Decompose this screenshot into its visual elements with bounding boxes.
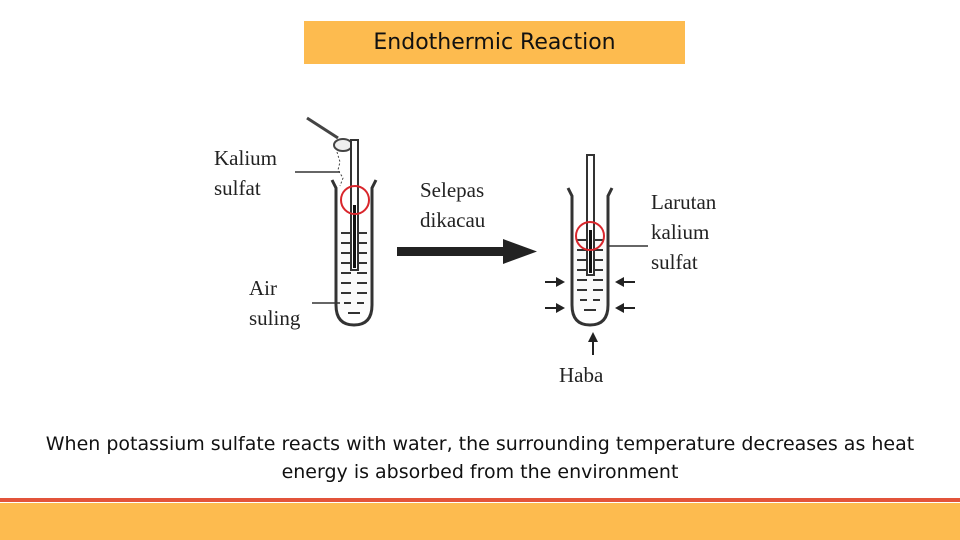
footer-band [0, 503, 960, 540]
label-air-suling: Air suling [249, 273, 300, 333]
label-larutan-kalium-sulfat: Larutan kalium sulfat [651, 187, 716, 277]
label-air-line1: Air [249, 276, 277, 300]
caption-line2: energy is absorbed from the environment [281, 461, 679, 483]
highlight-circle-left [340, 185, 370, 215]
label-kalium-line2: sulfat [214, 176, 261, 200]
diagram-drawing [295, 116, 648, 355]
footer-accent-line [0, 498, 960, 502]
label-selepas-line1: Selepas [420, 178, 485, 202]
heat-arrows [545, 277, 635, 355]
label-haba: Haba [559, 363, 604, 387]
endothermic-diagram: Kalium sulfat Air suling Selepas dikacau… [200, 110, 760, 400]
test-tube-right [566, 154, 614, 327]
caption-line1: When potassium sulfate reacts with water… [45, 433, 915, 455]
test-tube-left [330, 139, 378, 327]
label-larutan-line2: kalium [651, 220, 710, 244]
spatula-icon [306, 116, 353, 187]
label-larutan-line3: sulfat [651, 250, 698, 274]
slide-caption: When potassium sulfate reacts with water… [20, 430, 940, 486]
label-kalium-sulfat: Kalium sulfat [214, 143, 277, 203]
arrow-right-icon [397, 239, 537, 264]
slide-title: Endothermic Reaction [304, 21, 685, 64]
label-larutan-line1: Larutan [651, 190, 717, 214]
label-kalium-line1: Kalium [214, 146, 277, 170]
label-selepas-dikacau: Selepas dikacau [420, 175, 485, 235]
label-air-line2: suling [249, 306, 301, 330]
highlight-circle-right [575, 221, 605, 251]
label-selepas-line2: dikacau [420, 208, 486, 232]
